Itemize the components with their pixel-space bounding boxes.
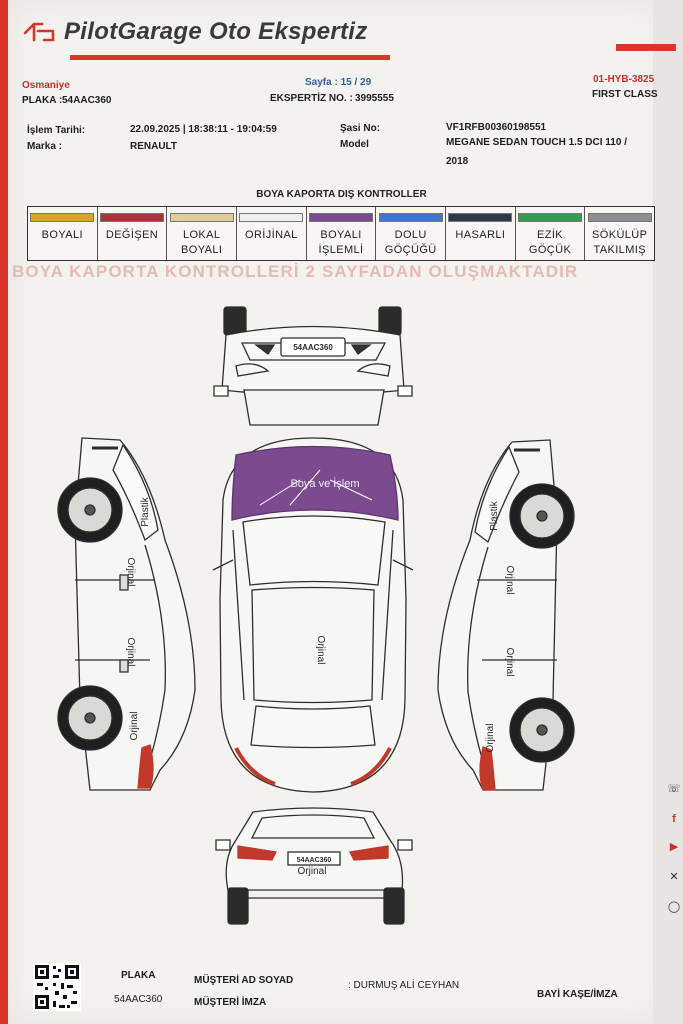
right-rear-door-label: Orjinal (504, 648, 515, 677)
legend-label: DEĞİŞEN (105, 229, 159, 241)
model-value-line1: MEGANE SEDAN TOUCH 1.5 DCI 110 / (446, 137, 627, 148)
car-top-view (212, 437, 414, 793)
legend-swatch (518, 213, 583, 222)
right-fender-label: Plastik (489, 500, 500, 530)
rear-plate-text: 54AAC360 (297, 857, 332, 864)
vin-value: VF1RFB00360198551 (446, 122, 547, 133)
right-social-band (653, 0, 683, 1024)
trunk-label: Orjinal (298, 866, 327, 877)
plate-value: 54AAC360 (62, 95, 112, 106)
plate-label: PLAKA : (22, 95, 63, 106)
qr-code (33, 963, 81, 1011)
package-code: 01-HYB-3825 (593, 74, 655, 85)
legend-swatch (30, 213, 95, 222)
legend-label: ORİJİNAL (244, 229, 298, 241)
dealer-stamp-label: BAYİ KAŞE/İMZA (537, 989, 618, 1000)
car-rear-view (215, 807, 413, 925)
left-quarter-label: Orjinal (129, 712, 140, 741)
report-no-label: EKSPERTİZ NO. : (270, 93, 353, 104)
legend-item: ORİJİNAL (237, 207, 307, 260)
model-value-line2: 2018 (446, 156, 469, 167)
vin-label: Şasi No: (340, 123, 381, 134)
hood-label: Boya ve İşlem (290, 477, 359, 490)
package-name: FIRST CLASS (592, 89, 658, 100)
car-front-view (213, 306, 413, 426)
two-page-watermark: BOYA KAPORTA KONTROLLERİ 2 SAYFADAN OLUŞ… (12, 262, 579, 281)
legend-item: DEĞİŞEN (98, 207, 168, 260)
brand-underline (70, 55, 390, 60)
brand-name: PilotGarage Oto Ekspertiz (64, 18, 368, 45)
corner-red-bar (616, 44, 676, 51)
legend-swatch (448, 213, 513, 222)
customer-name-label: MÜŞTERİ AD SOYAD (194, 975, 294, 986)
legend-label: BOYALI (41, 229, 83, 241)
front-plate-text: 54AAC360 (293, 343, 333, 352)
legend-swatch (239, 213, 304, 222)
customer-signature-label: MÜŞTERİ İMZA (194, 997, 267, 1008)
car-left-side-view (57, 437, 196, 791)
date-value: 22.09.2025 | 18:38:11 - 19:04:59 (130, 124, 277, 135)
legend-item: BOYALI (28, 207, 98, 260)
legend-swatch (100, 213, 164, 222)
brand-logo: PilotGarage Oto Ekspertiz (22, 18, 368, 46)
right-front-door-label: Orjinal (504, 566, 515, 595)
whatsapp-icon: ☏ (667, 783, 681, 795)
youtube-icon: ▶ (669, 841, 679, 853)
legend-label: HASARLI (455, 229, 506, 241)
left-front-door-label: Orjinal (125, 558, 136, 587)
left-red-strip (0, 0, 10, 1024)
pilotgarage-logo-icon (23, 22, 55, 42)
footer-plate-label: PLAKA (121, 970, 156, 981)
legend-swatch (587, 213, 652, 222)
legend-swatch (169, 213, 234, 222)
roof-label: Orjinal (315, 636, 326, 665)
date-label: İşlem Tarihi: (27, 125, 86, 136)
right-quarter-label: Orjinal (485, 724, 496, 753)
customer-name-value: : DURMUŞ ALİ CEYHAN (348, 980, 460, 991)
section-title: BOYA KAPORTA DIŞ KONTROLLER (256, 189, 427, 200)
footer-plate-value: 54AAC360 (114, 994, 163, 1005)
make-label: Marka : (27, 141, 63, 152)
instagram-icon: ◯ (667, 901, 681, 913)
legend-swatch (378, 213, 443, 222)
make-value: RENAULT (130, 141, 178, 152)
branch-name: Osmaniye (22, 80, 70, 91)
model-label: Model (340, 139, 369, 150)
legend-swatch (309, 213, 374, 222)
car-right-side-view (437, 439, 575, 791)
facebook-icon: f (672, 813, 676, 825)
left-rear-door-label: Orjinal (125, 638, 136, 667)
legend-item: HASARLI (446, 207, 516, 260)
page-indicator: Sayfa : 15 / 29 (305, 77, 372, 88)
report-no-value: 3995555 (355, 93, 394, 104)
left-fender-label: Plastik (140, 496, 151, 526)
x-icon: ✕ (669, 871, 679, 883)
